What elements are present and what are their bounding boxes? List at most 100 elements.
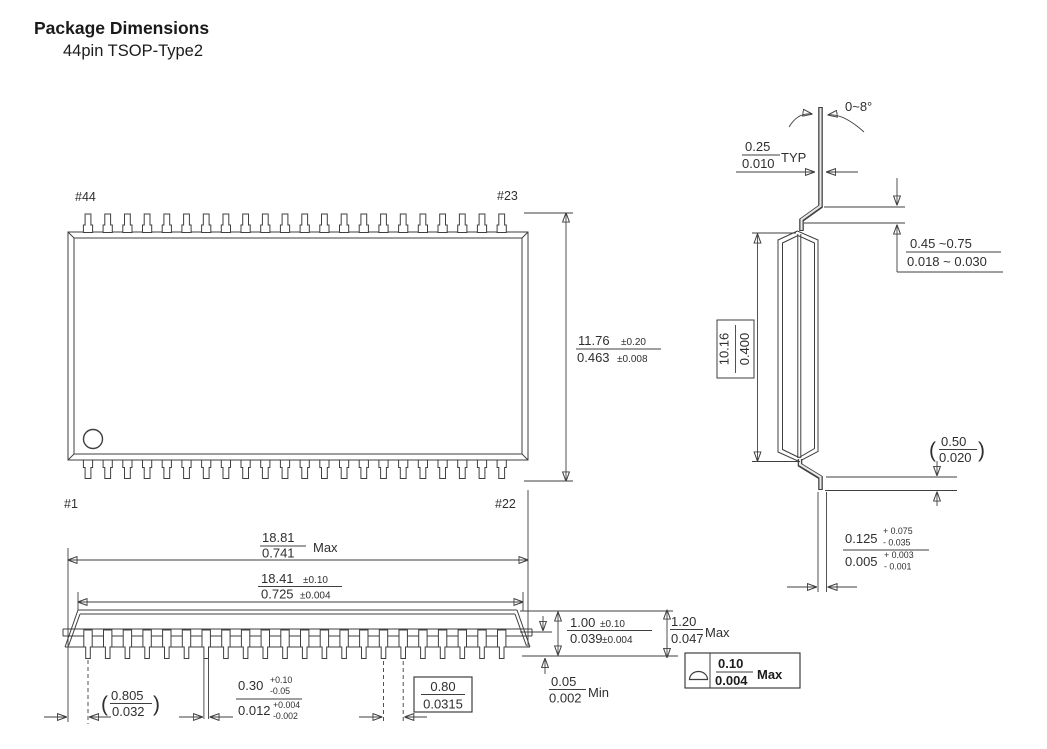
pin [457,459,468,479]
pin [300,629,310,659]
dim-coplanarity-note: Max [757,667,783,682]
pin [279,213,291,233]
pin [358,459,369,479]
pin [279,459,291,479]
dim-lead-width-mm: 0.30 [238,678,263,693]
corner-chamfer [521,231,529,239]
pin [201,629,211,659]
dim-coplanarity-inch: 0.004 [715,673,748,688]
dim-body-length-inch-tol: ±0.004 [300,591,331,602]
front-view [62,609,533,724]
paren-close: ) [153,693,160,716]
body-end-slant [514,613,527,647]
dim-overall-height-note: Max [705,625,730,640]
pin-label-44: #44 [75,190,96,204]
pin [142,213,153,233]
dim-body-width-mm-tol: ±0.20 [621,337,646,348]
top-view: #44 #23 #1 #22 [64,189,529,511]
pin-row-bottom [82,459,507,479]
pin [161,459,172,479]
pin [280,629,290,659]
paren-close: ) [978,439,985,462]
dim-lead-thk-mm: 0.125 [845,531,878,546]
package-body-outline [67,231,529,461]
pin [260,459,271,479]
dim-body-width: 11.76 ±0.20 0.463 ±0.008 [524,212,661,482]
pin [398,459,409,479]
dim-foot-length-mm: 0.45 ~0.75 [910,236,972,251]
pin [201,459,212,479]
body-end-slant [68,613,81,647]
side-body-inner-outline [782,234,815,459]
pin [142,629,152,659]
dim-end-overhang-mm: 0.805 [111,688,144,703]
dim-lead-width-inch-minus: -0.002 [273,711,298,721]
dim-lead-tip-inch: 0.010 [742,156,775,171]
pin [496,459,507,479]
pin [220,213,231,233]
pin [497,629,507,659]
dim-overall-length: 18.81 0.741 Max [67,490,529,722]
pin [437,459,448,479]
pin [201,213,212,233]
dim-overall-length-inch: 0.741 [262,546,295,561]
pin [260,213,271,233]
dim-body-length-mm: 18.41 [261,571,294,586]
dim-body-thk-mm: 1.00 [570,615,595,630]
lead-top-inner [800,108,822,230]
pin [398,213,409,233]
pin [417,213,428,233]
body-end-slant [64,609,79,648]
dim-lead-thk-inch-plus: + 0.003 [884,550,914,560]
dim-body-width-inch: 0.463 [577,350,610,365]
dim-standoff-mm: 0.05 [551,674,576,689]
side-view: 0~8° 0.25 0.010 TYP 0.45 ~0.75 0.018 ~ 0… [716,99,1003,592]
dim-lead-tip-mm: 0.25 [745,139,770,154]
pin [181,629,192,659]
pin [437,629,448,659]
corner-chamfer [67,231,75,239]
pin1-indicator-circle [82,428,104,450]
coplanarity-frame: 0.10 0.004 Max [684,652,801,689]
dim-lead-thk-mm-minus: - 0.035 [883,538,910,548]
dim-lead-tip-note: TYP [781,150,806,165]
dim-lead-angle: 0~8° [845,99,872,114]
dim-end-overhang-inch: 0.032 [112,704,145,719]
package-body-inner-outline [73,237,523,455]
dim-body-width-mm: 11.76 [578,333,610,348]
dim-lead-width-mm-plus: +0.10 [270,675,292,685]
pin [457,213,468,233]
angle-arc-left [788,114,812,128]
pin [122,629,133,659]
pin [319,629,330,659]
pin-row-top [82,213,507,233]
dim-lead-pitch-mm: 0.80 [430,679,455,694]
pin-label-23: #23 [497,189,518,203]
pin [181,459,192,479]
dim-foot-height-mm: 0.50 [941,434,966,449]
pin [417,459,428,479]
pin-row-front [83,629,507,659]
corner-chamfer [521,453,529,461]
pin [240,213,251,233]
pin [319,459,330,479]
pin [240,459,251,479]
dim-heights: 1.00 ±0.10 0.039 ±0.004 1.20 0.047 Max 0… [520,610,730,706]
pin [378,629,389,659]
dim-overall-length-mm: 18.81 [262,530,295,545]
pin [161,213,172,233]
dim-lead-thk-inch-minus: - 0.001 [884,562,911,572]
seating-plane-symbol [688,670,709,681]
dim-overall-height-mm: 1.20 [671,614,696,629]
pin [299,213,310,233]
page-title: Package Dimensions [34,18,210,38]
pin [82,213,94,233]
dim-body-thk-inch-tol: ±0.004 [602,635,633,646]
pin [477,629,487,659]
pin [437,213,448,233]
dim-body-length-inch: 0.725 [261,587,294,602]
pin [476,459,488,479]
pin [122,213,133,233]
pin [339,213,350,233]
pin [103,629,113,659]
